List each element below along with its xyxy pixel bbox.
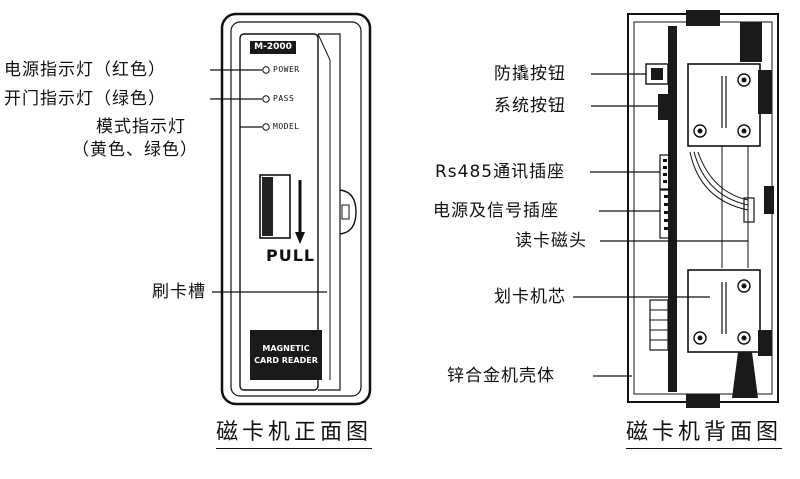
label-card-slot: 刷卡槽 (152, 282, 206, 302)
zinc-housing-shell (627, 13, 779, 403)
front-side-latch (339, 189, 357, 235)
pull-label: PULL (266, 246, 316, 265)
front-leaders (210, 69, 327, 293)
magnetic-label-line1: MAGNETIC (262, 344, 310, 353)
system-button-icon (658, 94, 670, 120)
model-led-icon (262, 123, 270, 131)
front-view-caption: 磁卡机正面图 (216, 420, 373, 449)
label-power-signal-socket: 电源及信号插座 (433, 201, 559, 221)
pass-led-icon (262, 95, 270, 103)
front-housing-outer (220, 12, 372, 406)
front-side-groove (318, 33, 341, 391)
model-indicator-label: MODEL (273, 122, 300, 131)
label-door-led: 开门指示灯（绿色） (4, 89, 166, 109)
reader-core-plate (687, 269, 761, 353)
label-system-button: 系统按钮 (494, 96, 566, 116)
power-led-icon (262, 66, 270, 74)
magnetic-nameplate (250, 330, 322, 380)
label-power-led: 电源指示灯（红色） (4, 60, 166, 80)
front-face-panel (239, 33, 319, 391)
label-reader-core: 划卡机芯 (494, 287, 566, 307)
back-view (627, 10, 779, 408)
pass-indicator-label: PASS (273, 94, 295, 103)
back-leaders (573, 73, 748, 377)
bottom-mount-post (686, 394, 720, 408)
magnetic-label-line2: CARD READER (254, 356, 318, 365)
label-read-head: 读卡磁头 (515, 231, 587, 251)
front-housing-inner (230, 21, 362, 397)
label-tamper-button: 防撬按钮 (494, 64, 566, 84)
back-view-caption: 磁卡机背面图 (626, 420, 783, 449)
top-mount-post (686, 10, 720, 26)
label-mode-led: 模式指示灯 (96, 117, 186, 137)
power-indicator-label: POWER (273, 65, 300, 74)
coil-block-icon (649, 299, 669, 351)
label-zinc-housing: 锌合金机壳体 (447, 366, 555, 386)
front-view (220, 12, 372, 406)
power-signal-connector-icon (659, 189, 673, 239)
model-badge-text: M-2000 (254, 42, 292, 52)
label-rs485-socket: Rs485通讯插座 (435, 162, 566, 182)
label-mode-led-colors: （黄色、绿色） (72, 140, 198, 160)
read-head-icon (743, 197, 755, 223)
model-badge (250, 41, 296, 54)
card-slot-window (259, 174, 291, 239)
